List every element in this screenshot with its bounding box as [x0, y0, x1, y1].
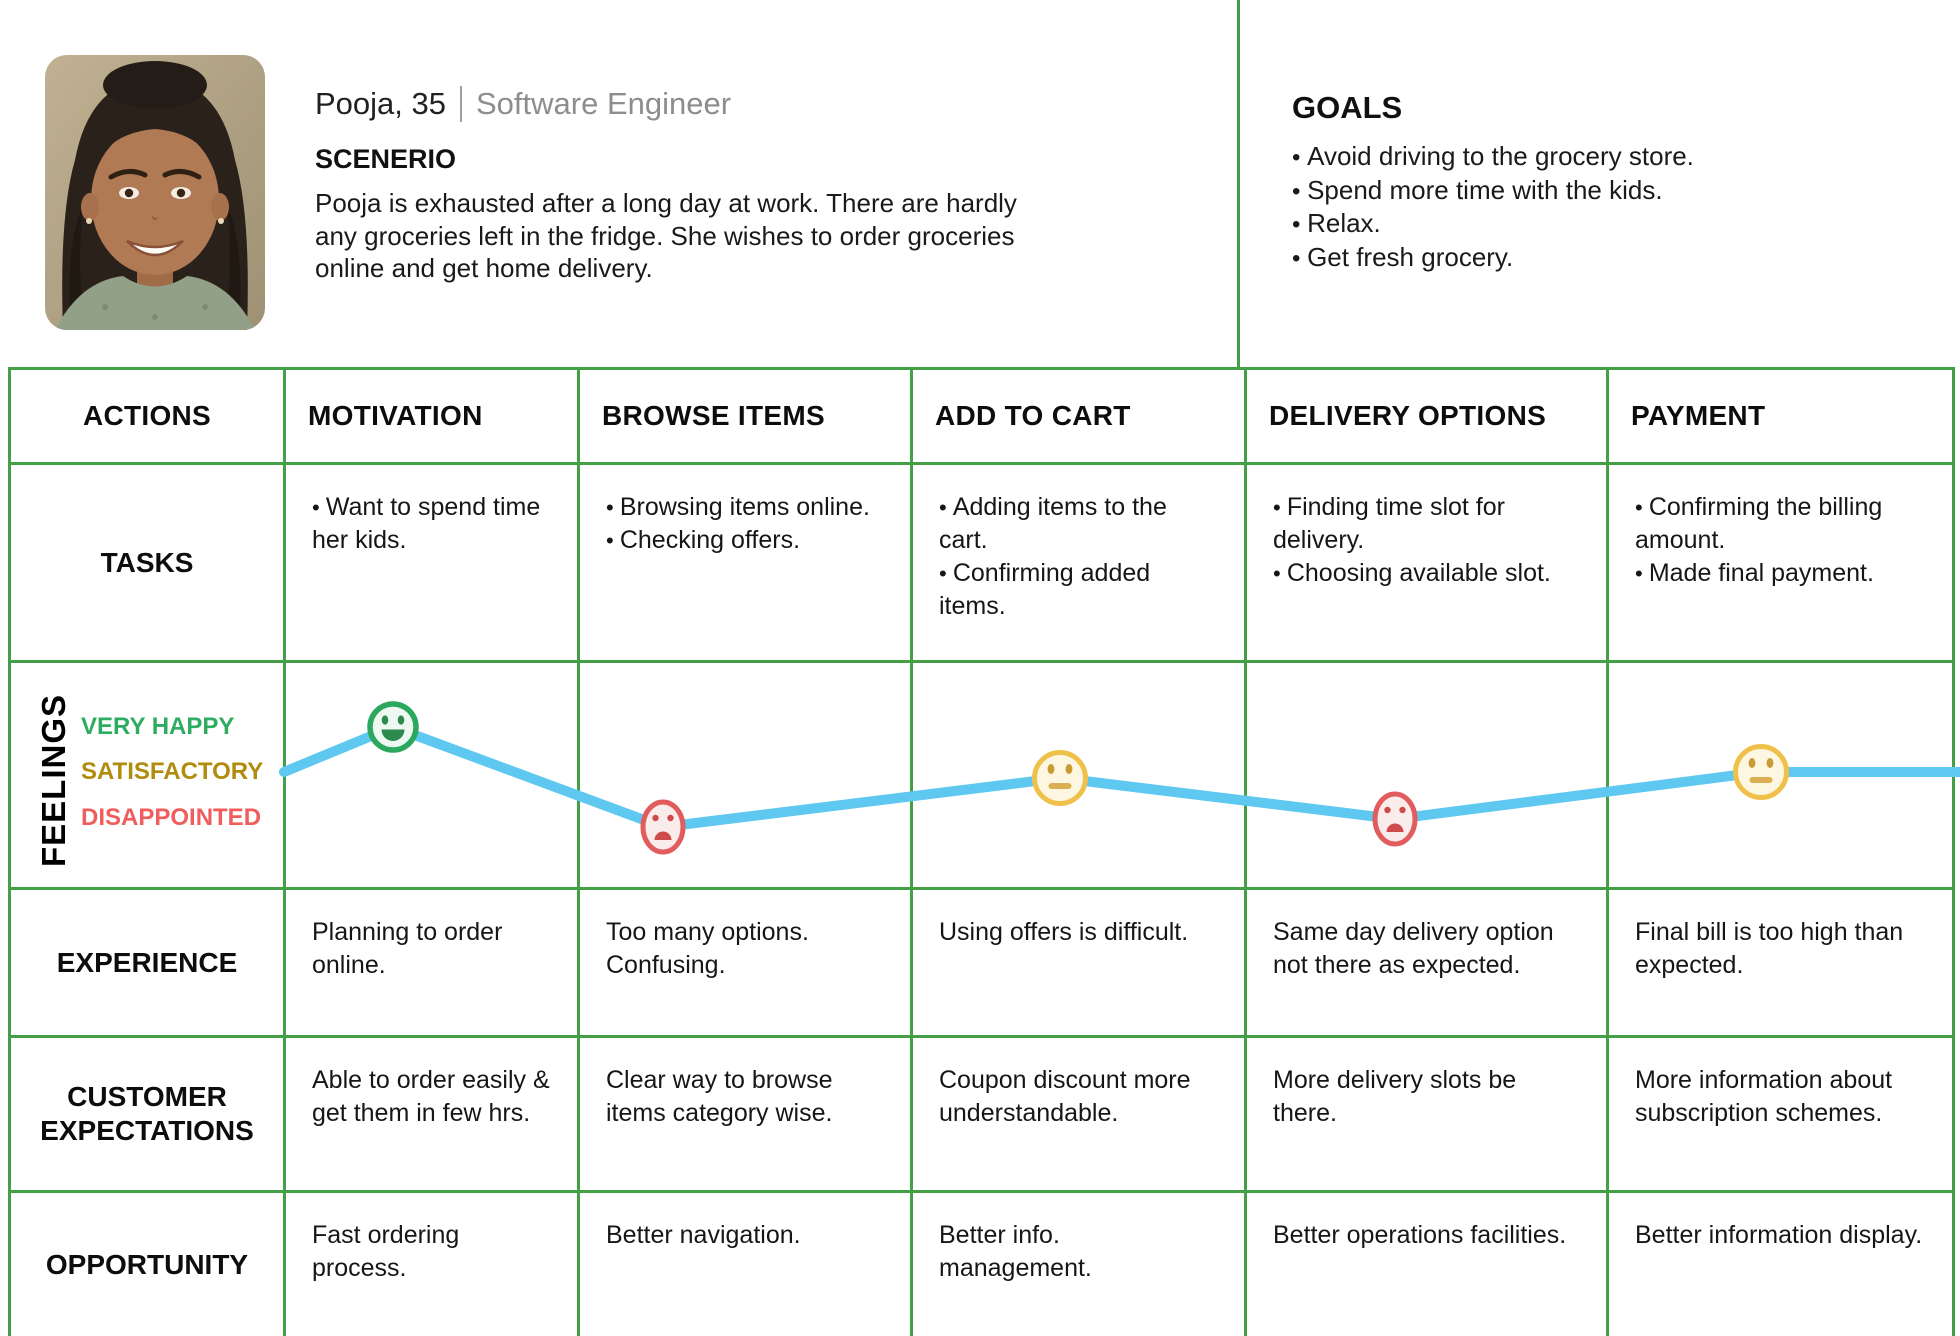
stage-header-motivation: MOTIVATION	[286, 370, 577, 462]
scenario-title: SCENERIO	[315, 144, 457, 174]
stage-header-add-to-cart: ADD TO CART	[913, 370, 1244, 462]
goal-item: Avoid driving to the grocery store.	[1292, 140, 1912, 174]
experience-browse-items-cell: Too many options. Confusing.	[580, 890, 910, 1035]
goals-section: GOALS Avoid driving to the grocery store…	[1292, 90, 1912, 275]
task-item: Confirming added items.	[939, 557, 1218, 623]
task-item: Confirming the billing amount.	[1635, 491, 1926, 557]
task-item: Adding items to the cart.	[939, 491, 1218, 557]
header-cell-actions: ACTIONS	[11, 370, 283, 462]
name-role-divider	[460, 86, 462, 122]
persona-photo	[45, 55, 265, 330]
persona-name: Pooja, 35	[315, 86, 446, 121]
goal-item: Spend more time with the kids.	[1292, 174, 1912, 208]
goal-item: Get fresh grocery.	[1292, 241, 1912, 275]
expectations-payment-cell: More information about subscription sche…	[1609, 1038, 1952, 1190]
feelings-level-very-happy: VERY HAPPY	[81, 713, 235, 740]
tasks-payment-cell: Confirming the billing amount. Made fina…	[1609, 465, 1952, 660]
opportunity-delivery-options-cell: Better operations facilities.	[1247, 1193, 1606, 1336]
task-item: Browsing items online.	[606, 491, 884, 524]
row-label-experience: EXPERIENCE	[11, 890, 283, 1035]
tasks-delivery-options-cell: Finding time slot for delivery. Choosing…	[1247, 465, 1606, 660]
opportunity-browse-items-cell: Better navigation.	[580, 1193, 910, 1336]
experience-delivery-options-cell: Same day delivery option not there as ex…	[1247, 890, 1606, 1035]
experience-motivation-cell: Planning to order online.	[286, 890, 577, 1035]
journey-table: ACTIONS MOTIVATION BROWSE ITEMS ADD TO C…	[8, 367, 1955, 1336]
expectations-delivery-options-cell: More delivery slots be there.	[1247, 1038, 1606, 1190]
feelings-legend-cell: FEELINGS VERY HAPPY SATISFACTORY DISAPPO…	[11, 663, 283, 887]
tasks-browse-items-cell: Browsing items online. Checking offers.	[580, 465, 910, 660]
feelings-browse-items-cell	[580, 663, 910, 887]
task-item: Checking offers.	[606, 524, 884, 557]
feelings-motivation-cell	[286, 663, 577, 887]
persona-name-line: Pooja, 35 Software Engineer	[315, 86, 1035, 122]
opportunity-payment-cell: Better information display.	[1609, 1193, 1952, 1336]
expectations-browse-items-cell: Clear way to browse items category wise.	[580, 1038, 910, 1190]
scenario-text: Pooja is exhausted after a long day at w…	[315, 188, 1017, 283]
task-item: Finding time slot for delivery.	[1273, 491, 1580, 557]
experience-add-to-cart-cell: Using offers is difficult.	[913, 890, 1244, 1035]
task-item: Made final payment.	[1635, 557, 1926, 590]
persona-info: Pooja, 35 Software Engineer SCENERIO Poo…	[315, 86, 1035, 285]
goals-title: GOALS	[1292, 90, 1403, 125]
row-label-feelings: FEELINGS	[35, 693, 72, 867]
goal-item: Relax.	[1292, 207, 1912, 241]
persona-role: Software Engineer	[476, 86, 732, 121]
feelings-add-to-cart-cell	[913, 663, 1244, 887]
stage-header-delivery-options: DELIVERY OPTIONS	[1247, 370, 1606, 462]
opportunity-add-to-cart-cell: Better info. management.	[913, 1193, 1244, 1336]
feelings-delivery-options-cell	[1247, 663, 1606, 887]
feelings-level-disappointed: DISAPPOINTED	[81, 804, 262, 831]
expectations-motivation-cell: Able to order easily & get them in few h…	[286, 1038, 577, 1190]
tasks-add-to-cart-cell: Adding items to the cart. Confirming add…	[913, 465, 1244, 660]
goals-list: Avoid driving to the grocery store. Spen…	[1292, 140, 1912, 275]
tasks-motivation-cell: Want to spend time her kids.	[286, 465, 577, 660]
opportunity-motivation-cell: Fast ordering process.	[286, 1193, 577, 1336]
row-label-customer-expectations: CUSTOMER EXPECTATIONS	[11, 1038, 283, 1190]
row-label-tasks: TASKS	[11, 465, 283, 660]
feelings-level-satisfactory: SATISFACTORY	[81, 758, 264, 785]
experience-payment-cell: Final bill is too high than expected.	[1609, 890, 1952, 1035]
task-item: Choosing available slot.	[1273, 557, 1580, 590]
stage-header-browse-items: BROWSE ITEMS	[580, 370, 910, 462]
persona-photo-illustration	[45, 55, 265, 330]
task-item: Want to spend time her kids.	[312, 491, 551, 557]
expectations-add-to-cart-cell: Coupon discount more understandable.	[913, 1038, 1244, 1190]
row-label-opportunity: OPPORTUNITY	[11, 1193, 283, 1336]
header-section-divider	[1237, 0, 1240, 367]
stage-header-payment: PAYMENT	[1609, 370, 1952, 462]
feelings-payment-cell	[1609, 663, 1952, 887]
